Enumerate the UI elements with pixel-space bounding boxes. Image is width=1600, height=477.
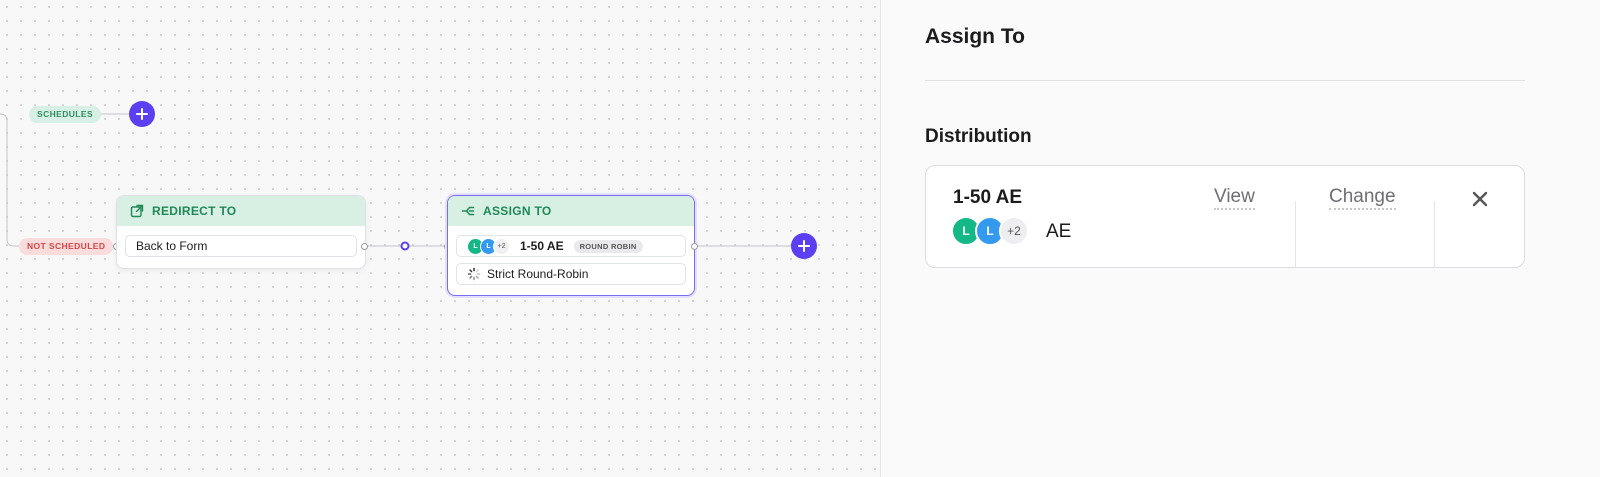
connector-midpoint-icon	[400, 241, 410, 251]
branch-assign-icon	[461, 204, 475, 218]
assign-node-title: ASSIGN TO	[483, 204, 552, 218]
node-output-port[interactable]	[361, 243, 368, 250]
distribution-card: 1-50 AE L L +2 AE View Change	[925, 165, 1525, 268]
card-separator	[1434, 201, 1435, 267]
assign-to-panel: Assign To Distribution 1-50 AE L L +2 AE…	[880, 0, 1600, 477]
view-button[interactable]: View	[1214, 187, 1255, 210]
plus-icon	[798, 240, 810, 252]
distribution-row[interactable]: L L +2 1-50 AE ROUND ROBIN	[456, 235, 686, 257]
distribution-method-tag: ROUND ROBIN	[573, 239, 643, 253]
distribution-name: 1-50 AE	[953, 187, 1022, 208]
close-icon	[1472, 191, 1488, 207]
distribution-name: 1-50 AE	[520, 239, 564, 253]
flow-canvas[interactable]: SCHEDULES NOT SCHEDULED REDIRECT TO Back…	[0, 0, 880, 477]
redirect-to-node[interactable]: REDIRECT TO Back to Form	[116, 195, 366, 269]
branch-label-schedules: SCHEDULES	[29, 106, 102, 123]
panel-divider	[925, 80, 1525, 81]
node-output-port[interactable]	[691, 243, 698, 250]
redirect-target-label: Back to Form	[136, 239, 208, 253]
strategy-row[interactable]: Strict Round-Robin	[456, 263, 686, 285]
add-step-button-schedules[interactable]	[129, 101, 155, 127]
change-button[interactable]: Change	[1329, 187, 1396, 210]
redirect-node-title: REDIRECT TO	[152, 204, 237, 218]
assign-to-node[interactable]: ASSIGN TO L L +2 1-50 AE ROUND ROBIN	[447, 195, 695, 296]
add-step-button-assign[interactable]	[791, 233, 817, 259]
distribution-team: AE	[1046, 221, 1072, 242]
card-separator	[1295, 201, 1296, 267]
loading-spinner-icon	[467, 267, 481, 281]
avatar-more-count: +2	[999, 216, 1029, 246]
strategy-label: Strict Round-Robin	[487, 267, 589, 281]
redirect-target-field[interactable]: Back to Form	[125, 235, 357, 257]
panel-title: Assign To	[925, 25, 1025, 48]
avatar-more-count: +2	[493, 237, 510, 255]
branch-label-not-scheduled: NOT SCHEDULED	[19, 238, 114, 255]
plus-icon	[136, 108, 148, 120]
remove-distribution-button[interactable]	[1469, 188, 1491, 210]
external-link-icon	[130, 204, 144, 218]
distribution-heading: Distribution	[925, 126, 1032, 147]
